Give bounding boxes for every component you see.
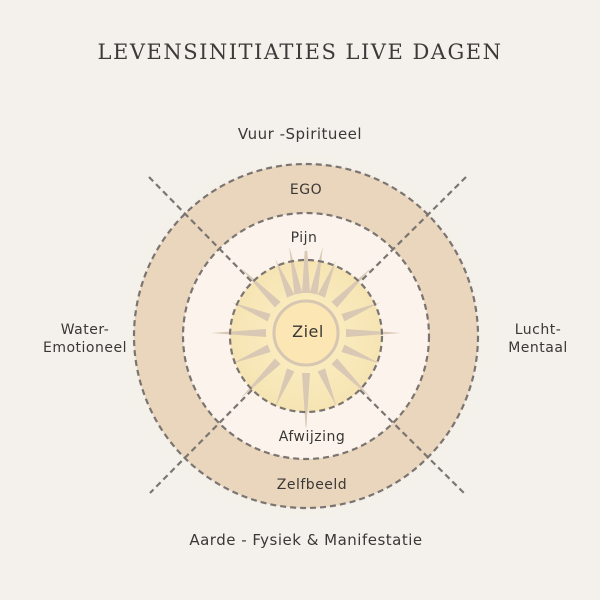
element-air-line1: Lucht- [514,322,562,338]
element-water-line1: Water- [60,322,110,338]
ring-label-zelfbeeld: Zelfbeeld [276,477,348,493]
element-air-line2: Mentaal [508,340,568,356]
diagonal-dividers [148,176,467,496]
element-water-line2: Emotioneel [43,340,127,356]
ring-label-pijn: Pijn [290,230,318,246]
ring-label-ego: EGO [289,182,323,198]
sun-rays [211,231,401,433]
diagram-title: LEVENSINITIATIES LIVE DAGEN [97,40,503,64]
soul-circle [272,299,340,367]
dashed-circles [132,162,480,510]
element-water-label: Water- Emotioneel [30,321,140,357]
element-fire-label: Vuur -Spiritueel [237,125,363,143]
element-air-label: Lucht- Mentaal [488,321,588,357]
element-earth-label: Aarde - Fysiek & Manifestatie [189,531,423,549]
ring-label-afwijzing: Afwijzing [278,429,346,445]
center-label-ziel: Ziel [292,322,324,341]
